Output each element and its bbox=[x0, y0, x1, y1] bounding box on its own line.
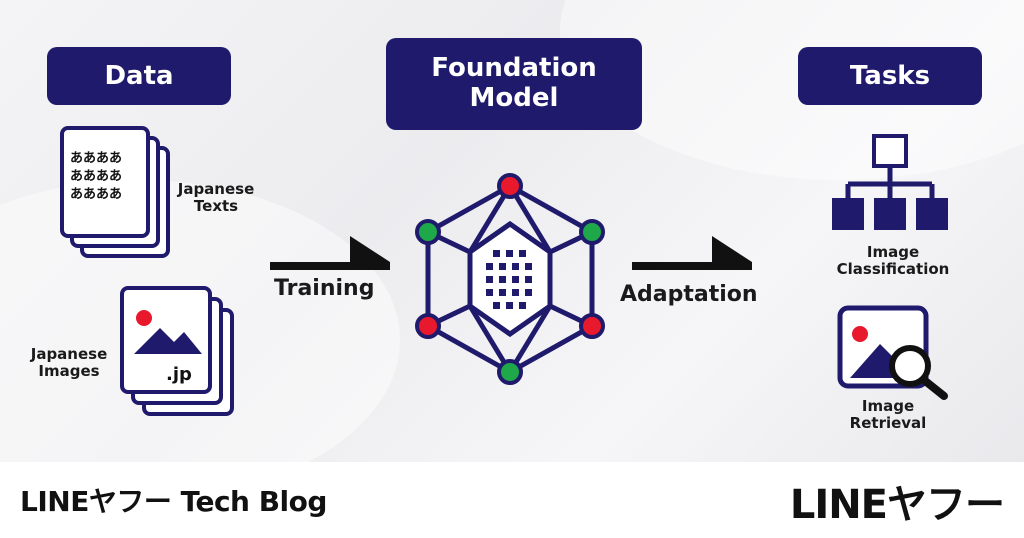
footer-blog-title: LINEヤフー Tech Blog bbox=[20, 485, 327, 518]
training-arrow-icon bbox=[270, 236, 390, 270]
node-green bbox=[579, 219, 605, 245]
adaptation-arrow-icon bbox=[632, 236, 752, 270]
japanese-images-label: Japanese Images bbox=[14, 345, 124, 381]
images-label-line2: Images bbox=[38, 362, 100, 381]
image-documents-icon: .jp bbox=[120, 286, 234, 416]
hierarchy-icon bbox=[832, 134, 948, 230]
training-label: Training bbox=[274, 276, 375, 301]
node-red bbox=[579, 313, 605, 339]
image-classification-label: Image Classification bbox=[818, 243, 968, 279]
tasks-header: Tasks bbox=[798, 47, 982, 105]
node-green bbox=[415, 219, 441, 245]
image-extension: .jp bbox=[166, 364, 192, 385]
grid-dots bbox=[486, 250, 532, 309]
adaptation-label: Adaptation bbox=[620, 282, 758, 307]
doc-text-line: ああああ bbox=[70, 169, 122, 184]
image-retrieval-label: Image Retrieval bbox=[818, 397, 958, 433]
texts-label-line2: Texts bbox=[193, 197, 239, 216]
classification-label-line1: Image bbox=[866, 243, 920, 261]
footer: LINEヤフー Tech Blog LINEヤフー bbox=[0, 462, 1024, 538]
doc-text-line: ああああ bbox=[70, 151, 122, 166]
classification-label-line2: Classification bbox=[836, 260, 950, 279]
foundation-model-network-icon bbox=[415, 173, 605, 385]
japanese-texts-label: Japanese Texts bbox=[166, 180, 266, 216]
images-label-line1: Japanese bbox=[30, 345, 108, 363]
retrieval-label-line2: Retrieval bbox=[849, 414, 927, 433]
node-red bbox=[497, 173, 523, 199]
sun-icon bbox=[136, 310, 152, 326]
magnifier-icon bbox=[889, 345, 931, 387]
model-header-line2: Model bbox=[469, 83, 559, 113]
image-search-icon bbox=[837, 305, 948, 400]
retrieval-label-line1: Image bbox=[861, 397, 915, 415]
mountain-icon bbox=[134, 328, 202, 354]
diagram-canvas: Data Foundation Model Tasks ああああ ああああ ああ… bbox=[0, 0, 1024, 462]
text-documents-icon: ああああ ああああ ああああ bbox=[60, 126, 170, 258]
node-green bbox=[497, 359, 523, 385]
data-header: Data bbox=[47, 47, 231, 105]
node-red bbox=[415, 313, 441, 339]
doc-text-line: ああああ bbox=[70, 187, 122, 202]
tasks-header-label: Tasks bbox=[849, 61, 931, 91]
data-header-label: Data bbox=[104, 61, 174, 91]
model-header-line1: Foundation bbox=[431, 53, 597, 84]
foundation-model-header: Foundation Model bbox=[386, 38, 642, 130]
texts-label-line1: Japanese bbox=[177, 180, 255, 198]
footer-logo: LINEヤフー bbox=[789, 482, 1005, 528]
